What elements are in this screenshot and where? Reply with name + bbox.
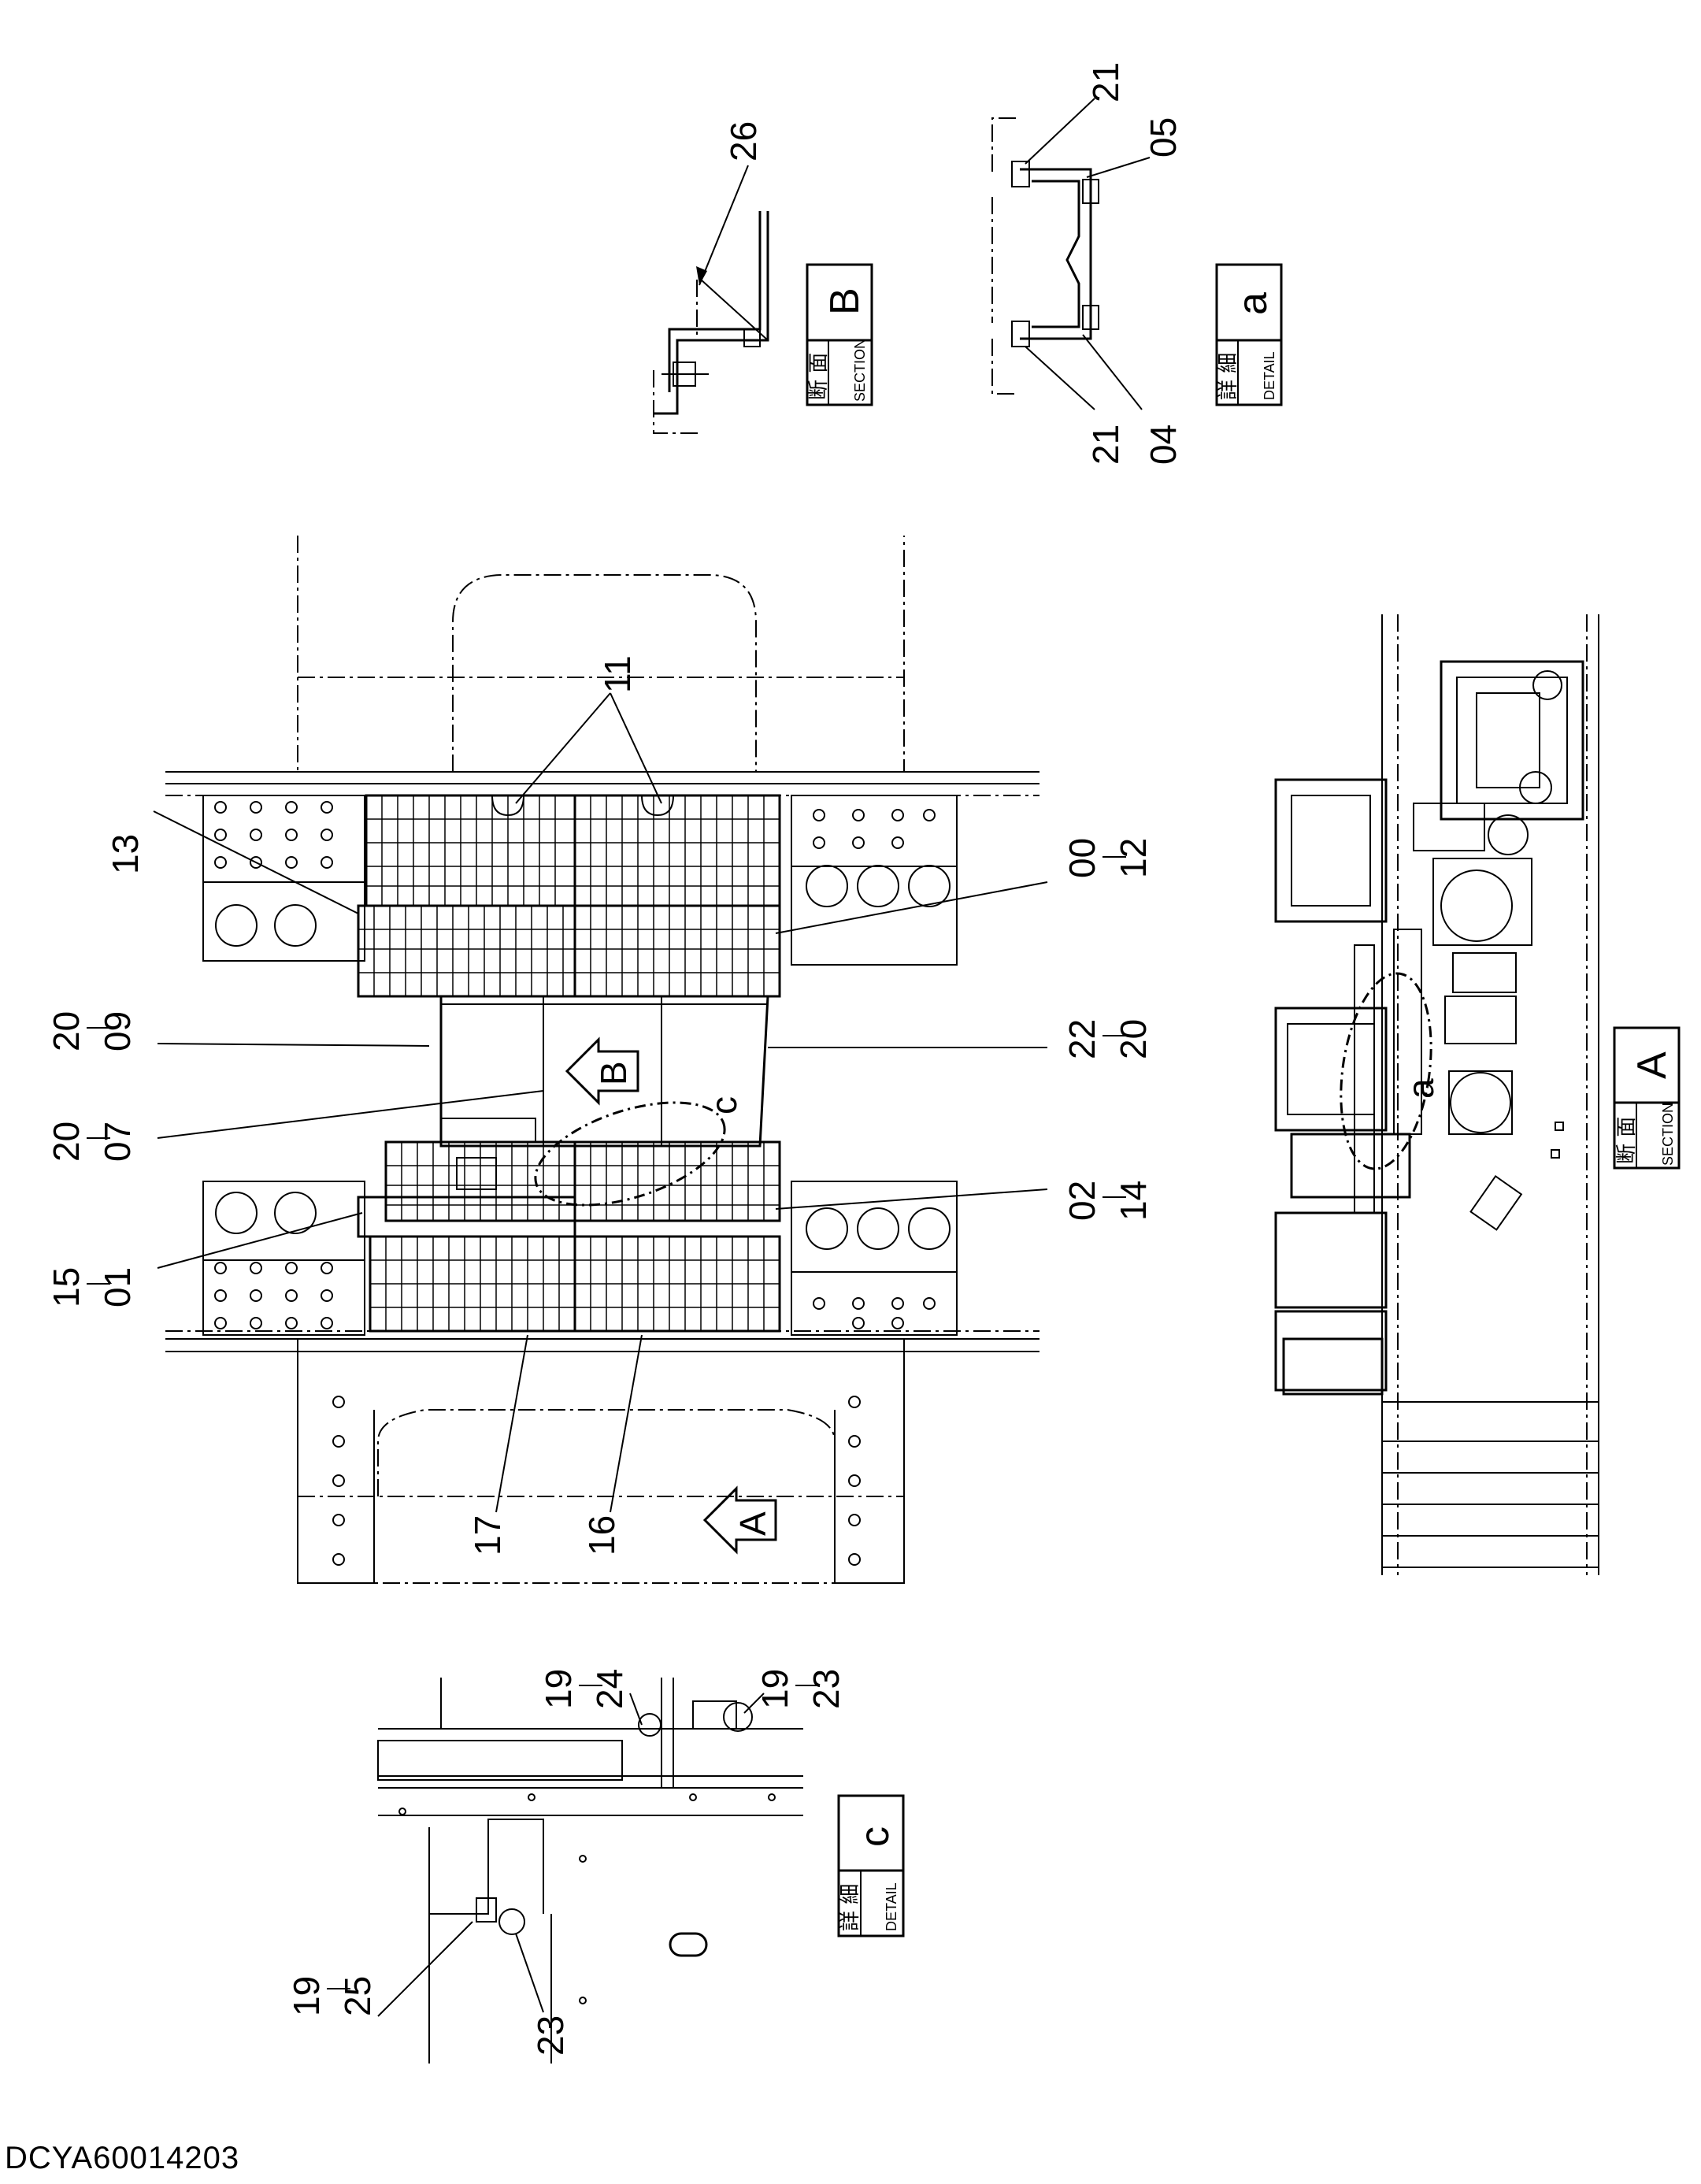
callout-20-07: 20 07 (46, 1090, 544, 1162)
section-a-view: a (1274, 614, 1599, 1575)
callout-label-19b: 19 (754, 1669, 795, 1709)
view-arrow-b: B (565, 1036, 639, 1106)
detail-c-letter: c (852, 1826, 898, 1847)
callout-02-14: 02 14 (775, 1181, 1154, 1221)
callout-label-17: 17 (467, 1515, 508, 1555)
callout-26: 26 (696, 121, 764, 286)
callout-22-20: 22 20 (768, 1019, 1154, 1059)
title-block-section-a: A 断 面 SECTION (1613, 1026, 1681, 1170)
callout-label-24: 24 (589, 1669, 630, 1709)
callout-label-12: 12 (1113, 838, 1154, 878)
callout-00-12: 00 12 (775, 838, 1154, 934)
callout-20-09: 20 09 (46, 1011, 430, 1051)
drawing-code: DCYA60014203 (5, 2141, 240, 2175)
callout-label-23a: 23 (806, 1669, 847, 1709)
callout-label-20a: 20 (46, 1011, 87, 1051)
callout-15-01: 15 01 (46, 1212, 363, 1307)
main-plan-view: c B A (165, 536, 1040, 1584)
callout-label-20c: 20 (46, 1122, 87, 1162)
callout-label-21-bottom: 21 (1085, 425, 1126, 465)
section-b-letter: B (822, 287, 868, 315)
view-a-letter: A (732, 1511, 773, 1536)
section-a-sub: SECTION (1660, 1103, 1676, 1166)
callout-16: 16 (581, 1334, 643, 1555)
section-a-kanji: 断 面 (1615, 1117, 1639, 1164)
callout-label-15: 15 (46, 1267, 87, 1307)
callout-label-20b: 20 (1113, 1019, 1154, 1059)
callout-19-24: 19 24 (538, 1669, 643, 1726)
title-block-section-b: B 断 面 SECTION (806, 263, 873, 406)
callout-17: 17 (467, 1334, 528, 1555)
callout-11: 11 (515, 655, 662, 804)
callout-label-13: 13 (105, 834, 146, 874)
callout-05: 05 (1086, 117, 1184, 178)
callout-label-25: 25 (337, 1976, 378, 2016)
callout-label-04: 04 (1143, 425, 1184, 465)
detail-c-view (377, 1678, 803, 2063)
callout-label-14: 14 (1113, 1181, 1154, 1221)
callout-label-23b: 23 (530, 2015, 571, 2056)
callout-19-25: 19 25 (286, 1921, 473, 2017)
callout-label-22: 22 (1062, 1019, 1102, 1059)
bolt-pattern (214, 801, 936, 1566)
callout-label-07: 07 (97, 1122, 138, 1162)
view-arrow-a: A (702, 1485, 777, 1555)
callout-19-23: 19 23 (743, 1669, 847, 1714)
callout-label-19c: 19 (286, 1976, 327, 2016)
callout-label-26: 26 (723, 121, 764, 161)
view-b-letter: B (593, 1061, 634, 1085)
callout-23: 23 (515, 1933, 571, 2056)
detail-c-marker: c (703, 1096, 744, 1114)
detail-c-ellipse (534, 1101, 726, 1207)
callout-label-11: 11 (597, 655, 638, 693)
callout-label-09: 09 (97, 1011, 138, 1051)
callout-21-bottom: 21 (1025, 346, 1126, 465)
detail-c-sub: DETAIL (884, 1882, 899, 1931)
detail-a-marker: a (1400, 1078, 1441, 1099)
detail-a-kanji: 詳 細 (1217, 353, 1240, 400)
title-block-detail-a: a 詳 細 DETAIL (1215, 263, 1283, 406)
section-b-view (653, 211, 769, 434)
section-b-kanji: 断 面 (807, 353, 831, 400)
callout-label-05: 05 (1143, 117, 1184, 158)
callout-label-19a: 19 (538, 1669, 579, 1709)
detail-a-sub: DETAIL (1262, 351, 1277, 400)
detail-a-ellipse (1340, 972, 1432, 1170)
upper-grating (357, 794, 781, 998)
callout-label-21-top: 21 (1085, 62, 1126, 102)
lower-grating (357, 1140, 781, 1333)
detail-a-letter: a (1230, 292, 1276, 315)
section-b-sub: SECTION (852, 339, 868, 402)
title-block-detail-c: c 詳 細 DETAIL (837, 1794, 905, 1937)
callout-label-01: 01 (97, 1267, 138, 1307)
section-a-letter: A (1629, 1051, 1675, 1079)
callout-13: 13 (105, 810, 359, 914)
callout-21-top: 21 (1025, 62, 1126, 165)
callout-label-16: 16 (581, 1515, 622, 1555)
callout-04: 04 (1082, 334, 1184, 465)
detail-a-view (991, 117, 1099, 395)
detail-c-kanji: 詳 細 (839, 1884, 862, 1931)
callout-label-00: 00 (1062, 838, 1102, 878)
callout-label-02: 02 (1062, 1181, 1102, 1221)
